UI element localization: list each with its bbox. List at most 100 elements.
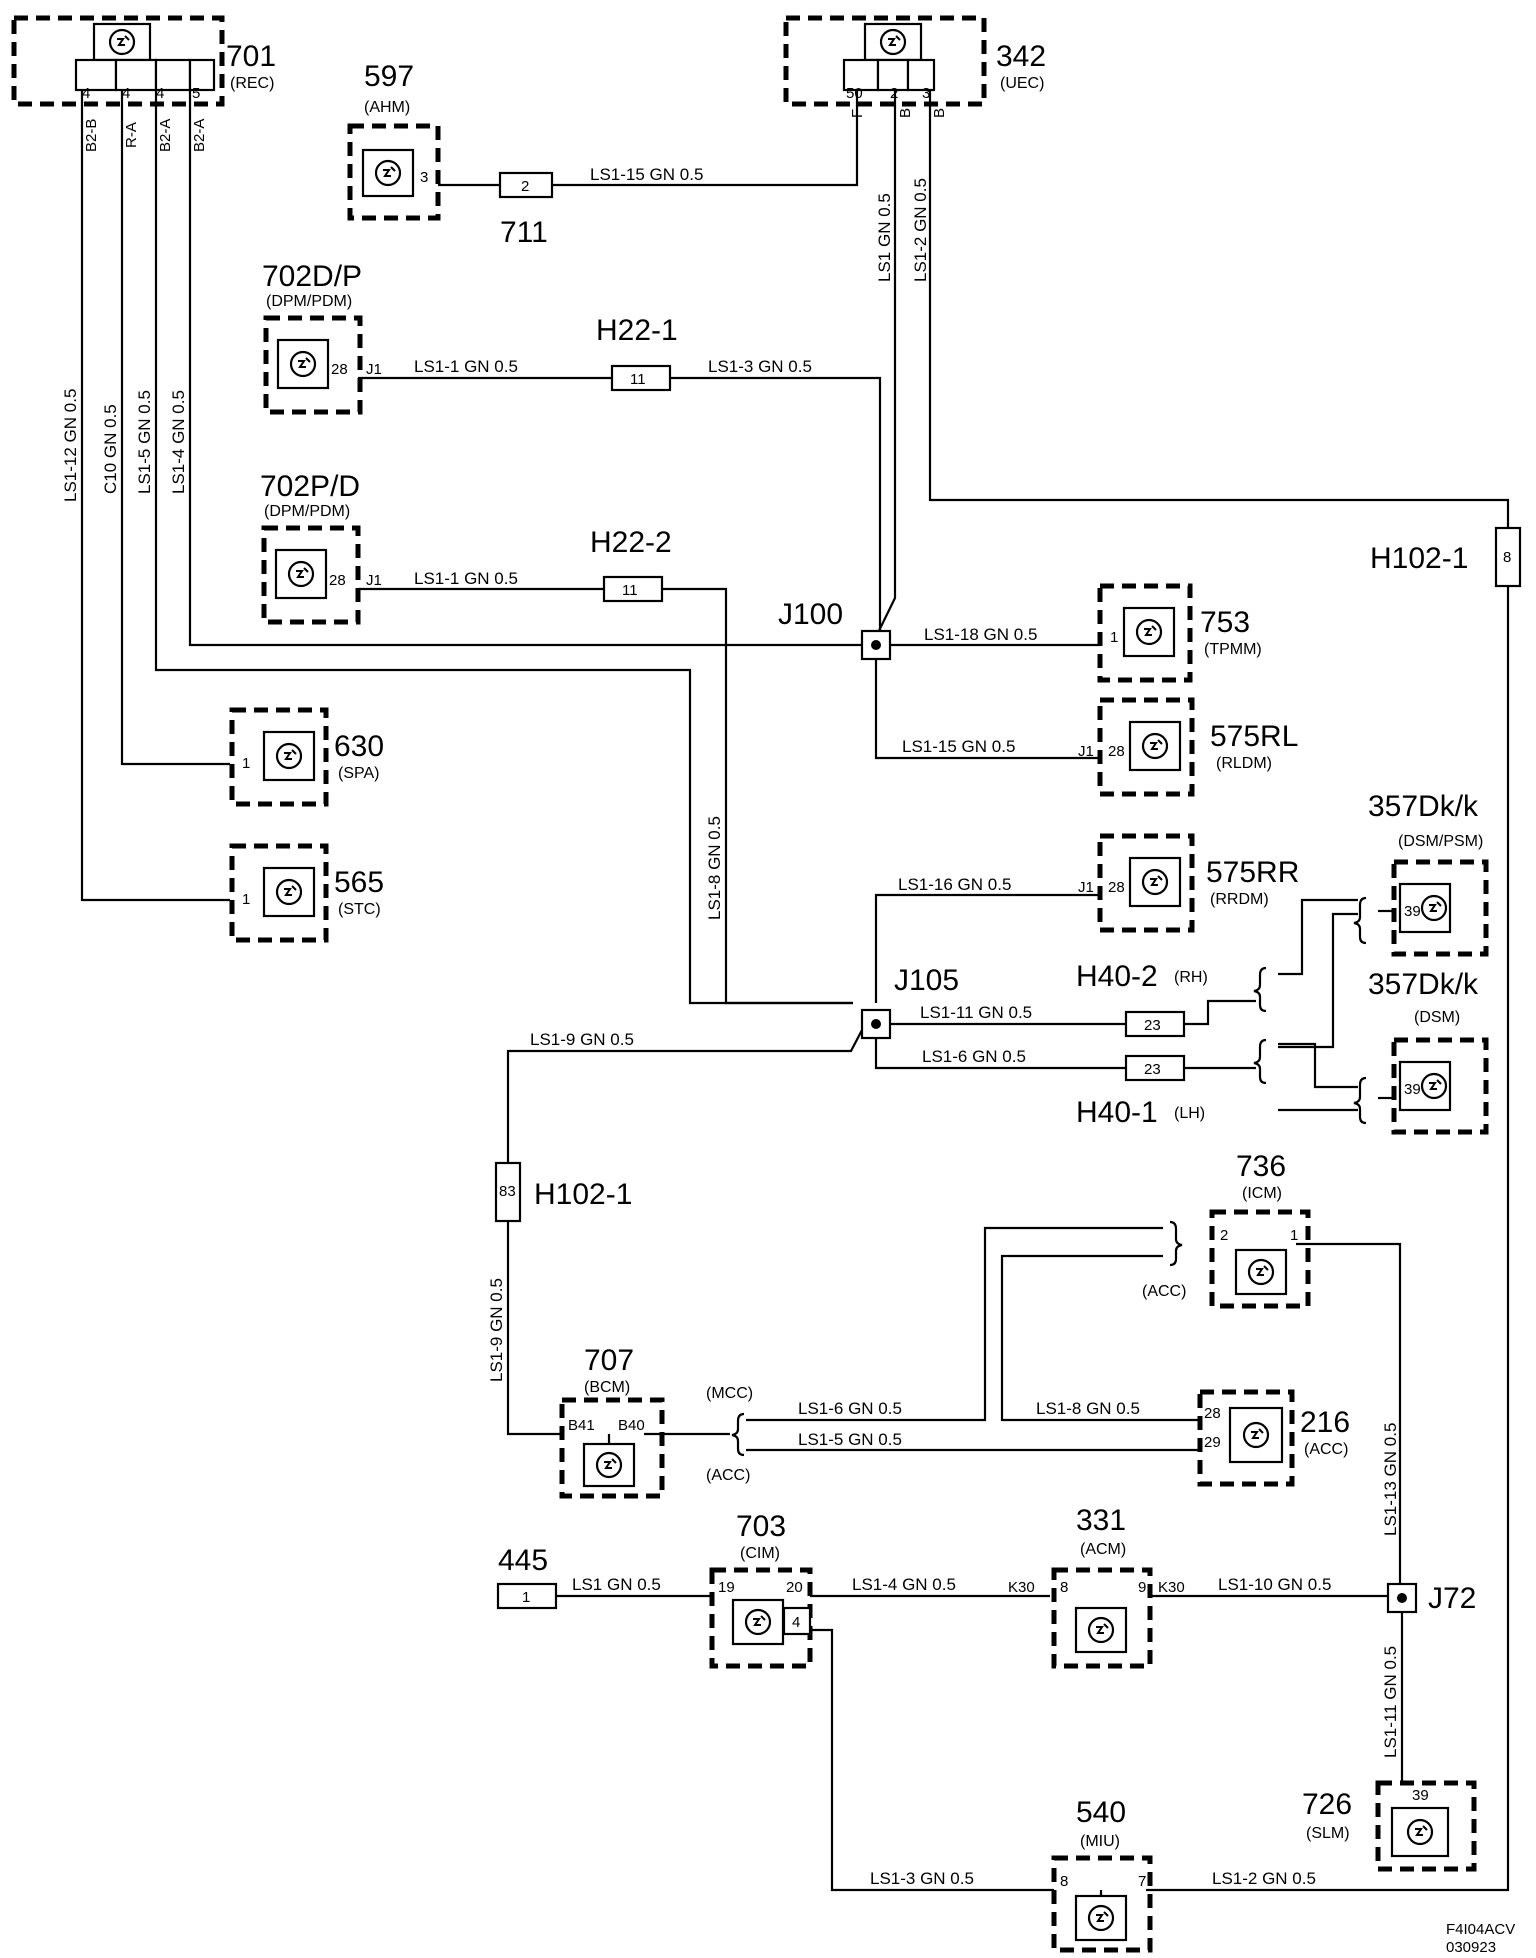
- pin-label: J1: [1078, 743, 1094, 760]
- component-id: 702D/P: [262, 260, 362, 293]
- pin-label: 28: [1204, 1405, 1221, 1422]
- component-id: 726: [1302, 1788, 1352, 1821]
- pin-label: 39: [1412, 1787, 1429, 1804]
- component-id: 702P/D: [260, 470, 360, 503]
- component-753: 1 753 (TPMM): [1097, 583, 1262, 683]
- component-540: 8 7 540 (MIU): [1051, 1796, 1153, 1953]
- wire-label: LS1-3 GN 0.5: [708, 357, 812, 376]
- pin-label: 4: [122, 85, 130, 102]
- component-abbr: (UEC): [1000, 75, 1044, 92]
- connector-side: (RH): [1174, 969, 1208, 986]
- component-702dp: 28 J1 702D/P (DPM/PDM): [262, 260, 382, 415]
- wire-label: C10 GN 0.5: [101, 404, 120, 494]
- component-abbr: (AHM): [364, 99, 410, 116]
- component-id: 540: [1076, 1796, 1126, 1829]
- pin-label: 2: [890, 85, 898, 102]
- wire-label: LS1-13 GN 0.5: [1381, 1423, 1400, 1536]
- component-id: 565: [334, 866, 384, 899]
- connector-id: H40-2: [1076, 960, 1158, 993]
- splice-j105: J105: [860, 964, 959, 1040]
- note-acc: (ACC): [706, 1467, 750, 1484]
- component-abbr: (SPA): [338, 765, 379, 782]
- component-id: 753: [1200, 606, 1250, 639]
- wire-label: LS1-4 GN 0.5: [169, 390, 188, 494]
- pin-label: 9: [1138, 1579, 1146, 1596]
- wire-label: LS1 GN 0.5: [875, 193, 894, 282]
- pin-label: 28: [331, 361, 348, 378]
- wire-label: LS1 GN 0.5: [572, 1575, 661, 1594]
- wire-label: LS1-9 GN 0.5: [487, 1278, 506, 1382]
- wire-label: LS1-11 GN 0.5: [920, 1003, 1032, 1022]
- pin-label: 8: [1503, 549, 1511, 566]
- wire-label: LS1-6 GN 0.5: [798, 1399, 902, 1418]
- component-abbr: (ACC): [1304, 1441, 1348, 1458]
- component-703: 19 20 4 703 (CIM): [709, 1510, 813, 1669]
- splice-id: J72: [1428, 1582, 1476, 1615]
- connector-h40-1: 23 H40-1 (LH): [1076, 1054, 1205, 1129]
- component-331: 8 9 K30 K30 331 (ACM): [1008, 1504, 1185, 1669]
- connector-id: H102-1: [534, 1178, 632, 1211]
- pin-label: 1: [1290, 1227, 1298, 1244]
- wire-label: LS1-16 GN 0.5: [898, 875, 1011, 894]
- component-id: 707: [584, 1344, 634, 1377]
- braces: [731, 896, 1367, 1457]
- pin-label: 3: [420, 169, 428, 186]
- connector-id: 445: [498, 1544, 548, 1577]
- pin-label: 11: [622, 582, 638, 599]
- component-abbr: (STC): [338, 901, 381, 918]
- connector-711: 2 711: [498, 171, 554, 249]
- pin-label: 50: [846, 85, 863, 102]
- component-id: 701: [226, 40, 276, 73]
- component-357-dsm: 39 357Dk/k (DSM): [1368, 968, 1489, 1135]
- drawing-code: F4I04ACV: [1446, 1921, 1515, 1938]
- connector-id: H40-1: [1076, 1096, 1158, 1129]
- connector-h102-1-bottom: 83 H102-1: [494, 1161, 632, 1223]
- component-id: 703: [736, 1510, 786, 1543]
- connector-id: H102-1: [1370, 542, 1468, 575]
- component-abbr: (SLM): [1306, 1825, 1350, 1842]
- pin-label: 1: [522, 1589, 530, 1606]
- pin-label: 23: [1144, 1061, 1161, 1078]
- component-id: 597: [364, 60, 414, 93]
- connector-id: H22-2: [590, 526, 672, 559]
- component-abbr: (ICM): [1242, 1185, 1282, 1202]
- pin-label: 28: [329, 572, 346, 589]
- splice-id: J100: [778, 598, 843, 631]
- component-565: 1 565 (STC): [229, 843, 384, 943]
- note-mcc: (MCC): [706, 1385, 753, 1402]
- component-id: 575RL: [1210, 720, 1298, 753]
- notes: (MCC) (ACC) (ACC): [706, 1283, 1186, 1484]
- wire-label: LS1-11 GN 0.5: [1381, 1646, 1400, 1758]
- pin-label: 28: [1108, 879, 1125, 896]
- component-707: B41 B40 707 (BCM): [559, 1344, 665, 1499]
- component-575rr: 28 J1 575RR (RRDM): [1078, 833, 1299, 933]
- component-abbr: (ACM): [1080, 1541, 1126, 1558]
- component-726: 39 726 (SLM): [1302, 1780, 1477, 1872]
- pin-label: K30: [1158, 1579, 1185, 1596]
- pin-label: B40: [618, 1417, 645, 1434]
- wire-label: LS1-8 GN 0.5: [705, 816, 724, 920]
- component-abbr: (TPMM): [1204, 641, 1262, 658]
- component-abbr: (REC): [230, 75, 274, 92]
- wire-label: LS1-15 GN 0.5: [590, 165, 703, 184]
- pin-letter: B: [897, 108, 914, 118]
- component-597: 3 597 (AHM): [347, 60, 441, 221]
- component-abbr: (DPM/PDM): [264, 503, 350, 520]
- wires: [80, 72, 1510, 1892]
- wire-label: LS1-10 GN 0.5: [1218, 1575, 1331, 1594]
- component-357-dsm-psm: 39 357Dk/k (DSM/PSM): [1368, 790, 1489, 957]
- component-abbr: (MIU): [1080, 1833, 1120, 1850]
- pin-label: J1: [366, 361, 382, 378]
- note-acc: (ACC): [1142, 1283, 1186, 1300]
- wire-label: LS1-15 GN 0.5: [902, 737, 1015, 756]
- connector-id: 711: [500, 216, 548, 249]
- wire-label: LS1-2 GN 0.5: [911, 178, 930, 282]
- pin-label: 29: [1204, 1434, 1221, 1451]
- wire-label: LS1-8 GN 0.5: [1036, 1399, 1140, 1418]
- wire-label: LS1-3 GN 0.5: [870, 1869, 974, 1888]
- terminal-label: B2-B: [83, 119, 100, 152]
- pin-label: J1: [1078, 879, 1094, 896]
- component-701: 4 4 4 5 701 (REC): [11, 15, 276, 107]
- pin-label: 4: [792, 1614, 800, 1631]
- pin-label: 4: [156, 85, 164, 102]
